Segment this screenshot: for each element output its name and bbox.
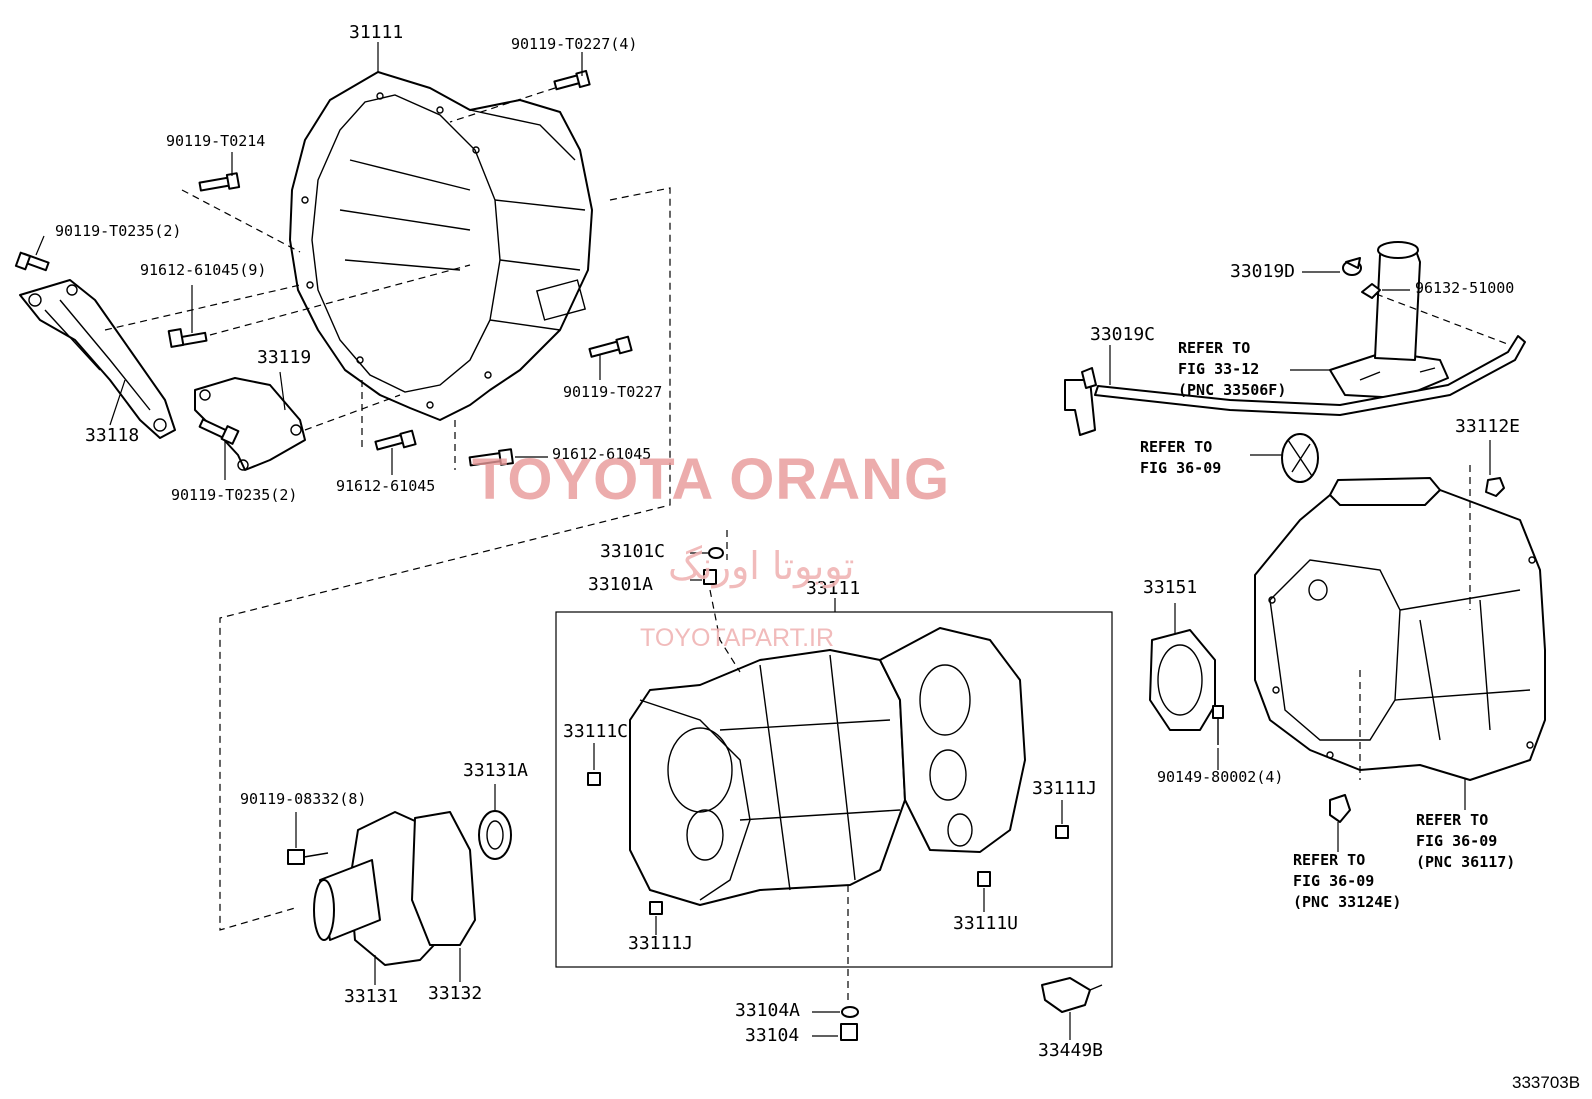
plug-33112E	[1485, 477, 1505, 497]
oil-seal-33131A	[478, 810, 512, 860]
label-90119-08332-8: 90119-08332(8)	[240, 790, 367, 808]
note-refer-fig-36-09-top: REFER TO FIG 36-09	[1140, 438, 1222, 477]
label-33131: 33131	[344, 986, 399, 1007]
label-33151: 33151	[1143, 577, 1198, 598]
pin-33111C	[587, 772, 601, 786]
label-33104: 33104	[745, 1025, 800, 1046]
label-96132-51000: 96132-51000	[1415, 279, 1515, 297]
label-31111: 31111	[349, 22, 404, 43]
bolt-91612-61045-b	[468, 448, 514, 467]
pin-33111J-left	[649, 901, 663, 915]
label-91612-61045-a: 91612-61045	[336, 477, 436, 495]
label-33118: 33118	[85, 425, 140, 446]
plug-33101A	[703, 569, 717, 585]
label-33132: 33132	[428, 983, 483, 1004]
label-33111J-right: 33111J	[1032, 778, 1098, 799]
label-33111U: 33111U	[953, 913, 1019, 934]
cover-33151	[1149, 629, 1216, 731]
bolt-90119-T0227	[588, 335, 633, 358]
label-90119-T0227-4: 90119-T0227(4)	[511, 35, 638, 53]
bolt-90119-T0235-top	[14, 251, 50, 272]
clutch-housing-31111	[289, 71, 593, 421]
label-33131A: 33131A	[463, 760, 529, 781]
label-33449B: 33449B	[1038, 1040, 1104, 1061]
bracket-33118	[19, 279, 176, 439]
bolt-90119-08332-8	[287, 849, 329, 865]
bolt-90119-T0227-4	[553, 69, 591, 91]
figure-code: 333703B	[1512, 1073, 1581, 1092]
label-33111C: 33111C	[563, 721, 629, 742]
label-90119-T0235-2-bot: 90119-T0235(2)	[171, 486, 298, 504]
shift-rod-33019C	[1064, 335, 1526, 436]
gasket-33132	[411, 811, 476, 946]
bolt-90119-T0214	[198, 172, 241, 192]
watermark-url: TOYOTAPART.IR	[640, 624, 835, 652]
label-33112E: 33112E	[1455, 416, 1521, 437]
label-33104A: 33104A	[735, 1000, 801, 1021]
clip-33449B	[1041, 977, 1103, 1013]
label-33111-box: 33111	[806, 578, 861, 599]
washer-33101C	[708, 547, 724, 559]
gasket-33104A	[841, 1006, 859, 1018]
case-33111-box	[555, 611, 1113, 968]
boot-part	[1281, 433, 1319, 483]
bolt-90149-80002-4	[1212, 705, 1224, 745]
sensor-part	[1329, 794, 1351, 823]
label-90149-80002-4: 90149-80002(4)	[1157, 768, 1284, 786]
watermark-brand: TOYOTA ORANG	[472, 447, 951, 512]
note-refer-fig-33-12: REFER TO FIG 33-12 (PNC 33506F)	[1178, 339, 1287, 399]
label-33101C: 33101C	[600, 541, 666, 562]
label-33101A: 33101A	[588, 574, 654, 595]
label-90119-T0227: 90119-T0227	[563, 383, 663, 401]
clip-33019D	[1342, 257, 1362, 276]
plug-33104	[840, 1023, 858, 1041]
bolt-90119-T0235-bot	[198, 418, 240, 445]
transmission-case-right	[1254, 477, 1546, 781]
label-90119-T0235-2-top: 90119-T0235(2)	[55, 222, 182, 240]
label-91612-61045-9: 91612-61045(9)	[140, 261, 267, 279]
bolt-91612-61045-a	[374, 429, 417, 451]
label-33111J-left: 33111J	[628, 933, 694, 954]
watermark-persian: تویوتا اورنگ	[668, 544, 855, 588]
label-33019D: 33019D	[1230, 261, 1296, 282]
bolt-91612-61045-9	[167, 328, 208, 348]
pin-33111J-right	[1055, 825, 1069, 839]
label-91612-61045-b: 91612-61045	[552, 445, 652, 463]
note-refer-fig-36-09-33124E: REFER TO FIG 36-09 (PNC 33124E)	[1293, 851, 1402, 911]
pin-33111U	[977, 871, 991, 887]
label-33019C: 33019C	[1090, 324, 1156, 345]
label-90119-T0214: 90119-T0214	[166, 132, 266, 150]
note-refer-fig-36-09-36117: REFER TO FIG 36-09 (PNC 36117)	[1416, 811, 1516, 871]
shift-lever-retainer	[1329, 241, 1449, 399]
label-33119: 33119	[257, 347, 312, 368]
transmission-case-33111	[629, 627, 1026, 906]
pin-96132-51000	[1361, 283, 1381, 299]
